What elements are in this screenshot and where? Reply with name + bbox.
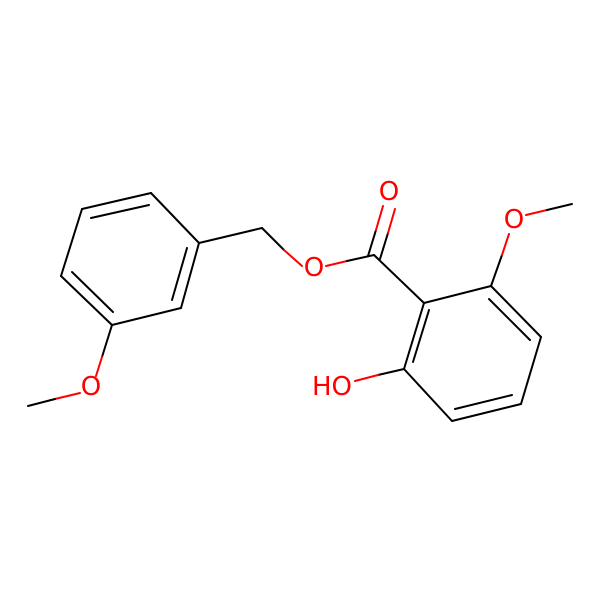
bond: [387, 208, 396, 234]
bond-inner: [412, 309, 430, 363]
bond: [546, 203, 573, 211]
bond: [490, 254, 503, 287]
bond: [373, 254, 425, 304]
bond: [525, 209, 548, 216]
bond-inner: [71, 271, 114, 313]
bond: [198, 227, 263, 244]
bond: [501, 233, 510, 256]
bond: [423, 285, 492, 304]
bond: [180, 242, 200, 309]
bond: [150, 192, 200, 244]
bond: [261, 227, 285, 251]
left-methoxy-oxygen-label: O: [81, 372, 101, 402]
hydroxymethoxyphenyl-ring: [403, 285, 542, 422]
bond: [325, 260, 348, 267]
bond: [283, 249, 303, 267]
bond: [81, 192, 152, 210]
bond: [60, 208, 83, 277]
bond: [354, 374, 379, 382]
carbonyl-oxygen-label: O: [379, 177, 399, 207]
bond-inner: [90, 204, 150, 219]
ester-oxygen-label: O: [304, 253, 324, 283]
hydroxyl-group: [354, 368, 405, 382]
bond: [27, 398, 56, 407]
bond: [403, 302, 425, 370]
bond: [375, 205, 384, 231]
bond: [60, 275, 113, 326]
bond-inner: [454, 394, 513, 410]
bond: [403, 368, 453, 422]
ester-group: [325, 205, 425, 304]
bond: [95, 356, 103, 377]
bond: [379, 232, 389, 260]
bond: [520, 336, 542, 405]
bond: [451, 403, 522, 422]
hydroxyl-label: HO: [312, 372, 352, 402]
right-methoxy-group: [490, 203, 573, 287]
methoxybenzyl-ring: [60, 192, 200, 326]
right-methoxy-oxygen-label: O: [504, 205, 524, 235]
bond: [367, 229, 377, 257]
bond: [101, 324, 113, 358]
bond: [54, 392, 81, 400]
bond: [346, 254, 375, 262]
bond: [111, 307, 182, 326]
bond: [490, 285, 542, 338]
bond: [377, 368, 405, 376]
benzyl-linker: [198, 227, 303, 267]
left-methoxy-group: [27, 324, 113, 407]
bond-inner: [171, 247, 188, 301]
bond-inner: [488, 298, 531, 341]
